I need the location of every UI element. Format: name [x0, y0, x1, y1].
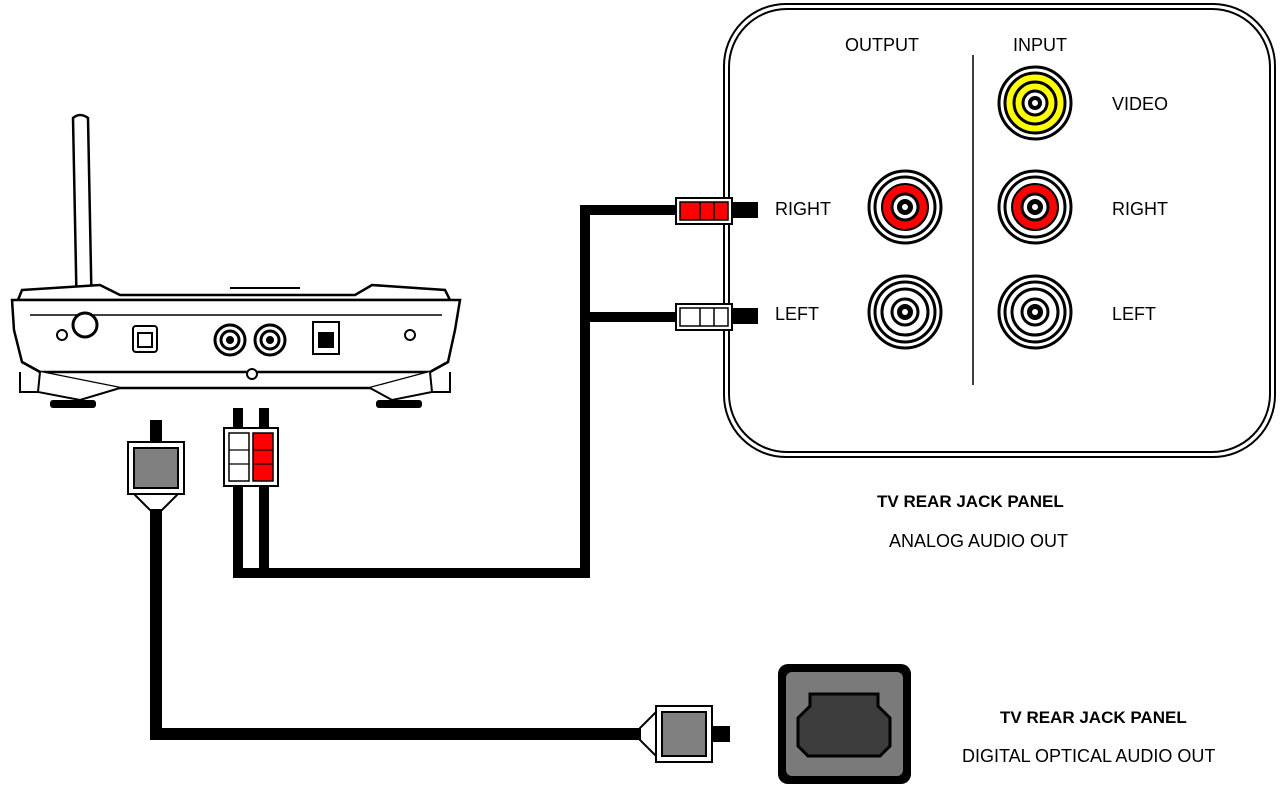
- optical-plug-transmitter: [127, 441, 185, 511]
- input-header: INPUT: [1013, 35, 1067, 55]
- wireless-transmitter-icon: [10, 113, 462, 408]
- analog-panel-subtitle: ANALOG AUDIO OUT: [889, 531, 1069, 551]
- input-video-jack: [997, 65, 1073, 141]
- optical-port-icon: [778, 664, 911, 784]
- left-input-label: LEFT: [1112, 304, 1157, 324]
- rca-plug-right-red: [675, 197, 733, 225]
- digital-panel-subtitle: DIGITAL OPTICAL AUDIO OUT: [962, 746, 1216, 766]
- input-left-jack: [997, 274, 1073, 350]
- analog-panel-title: TV REAR JACK PANEL: [877, 492, 1064, 511]
- optical-audio-cable: [150, 420, 730, 742]
- input-right-jack: [997, 169, 1073, 245]
- tv-rear-jack-panel-analog: [723, 3, 1276, 458]
- rca-plug-left-white: [675, 303, 733, 331]
- video-label: VIDEO: [1112, 94, 1169, 114]
- digital-panel-title: TV REAR JACK PANEL: [1000, 708, 1187, 727]
- rca-plugs-transmitter: [223, 427, 279, 487]
- output-header: OUTPUT: [845, 35, 919, 55]
- analog-audio-cable: [233, 202, 758, 578]
- output-left-jack: [867, 274, 943, 350]
- right-output-label: RIGHT: [775, 199, 831, 219]
- output-right-jack: [867, 169, 943, 245]
- optical-plug-tv: [639, 705, 713, 763]
- left-output-label: LEFT: [775, 304, 820, 324]
- right-input-label: RIGHT: [1112, 199, 1168, 219]
